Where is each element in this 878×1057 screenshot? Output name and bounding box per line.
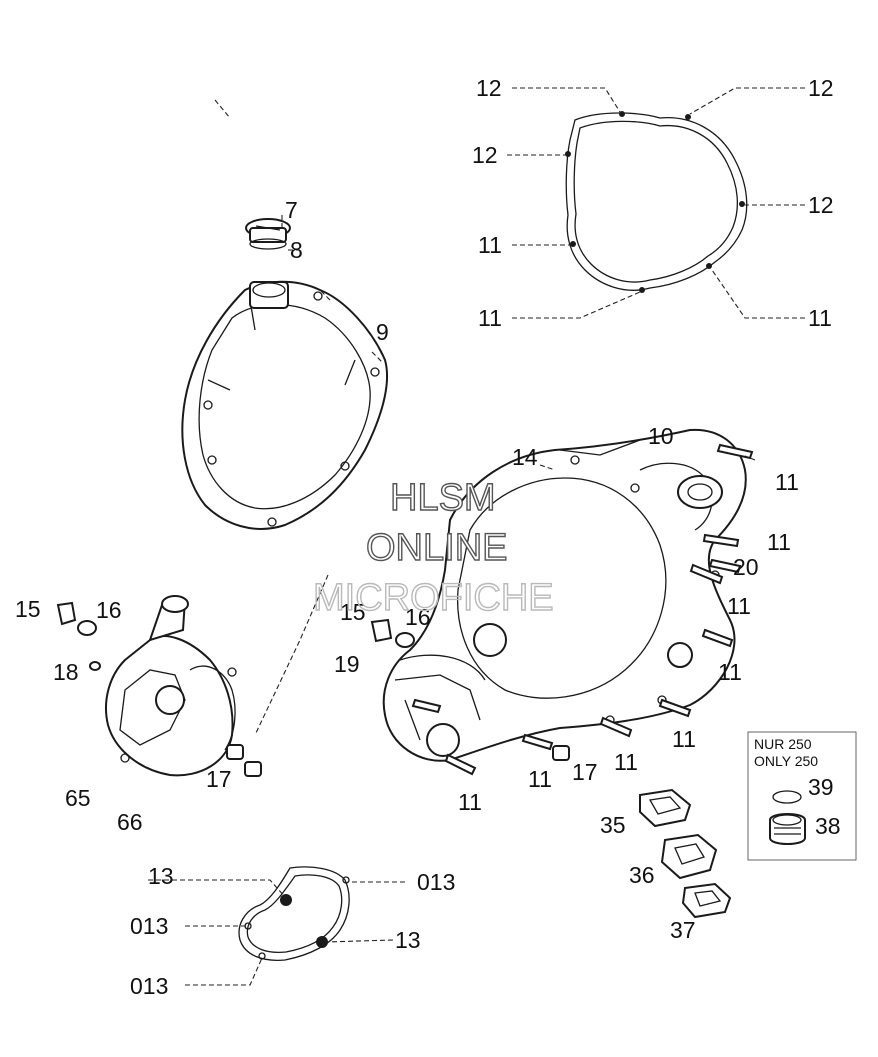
watermark-line-3: MICROFICHE [313,577,554,619]
water-pump-cover [104,595,237,777]
callout-12: 12 [808,75,834,101]
callout-36: 36 [629,862,655,888]
callout-11: 11 [727,593,751,619]
callout-10: 10 [648,423,674,449]
callout-13: 13 [395,927,421,953]
callout-19: 19 [334,651,360,677]
callout-11: 11 [528,766,552,792]
callout-37: 37 [670,917,696,943]
callout-12: 12 [472,142,498,168]
oil-filler-plug [245,218,291,250]
clutch-cover-gasket [565,111,748,293]
note-line-1: NUR 250 [754,736,812,752]
callout-11: 11 [478,305,502,331]
callout-11: 11 [672,726,696,752]
callout-11: 11 [767,529,791,555]
callout-16: 16 [96,597,122,623]
callout-11: 11 [808,305,832,331]
leader-lines [148,87,805,986]
watermark-line-2: ONLINE [366,527,507,569]
callout-013: 013 [130,973,168,999]
callout-013: 013 [417,869,455,895]
note-box: NUR 250 ONLY 250 [747,731,857,861]
callout-11: 11 [718,659,742,685]
small-fittings [56,558,742,777]
outer-clutch-cover [181,280,389,530]
callout-17: 17 [572,759,598,785]
watermark: HLSM ONLINE MICROFICHE [312,476,554,619]
callout-18: 18 [53,659,79,685]
callout-11: 11 [775,469,799,495]
watermark-line-1: HLSM [390,477,496,519]
water-pump-gasket [238,866,350,961]
callout-13: 13 [148,863,174,889]
callout-38: 38 [815,813,841,839]
inner-clutch-cover [382,428,747,762]
callout-16: 16 [405,604,431,630]
callout-15: 15 [340,599,366,625]
callout-8: 8 [290,237,303,263]
callout-7: 7 [285,197,298,223]
callout-39: 39 [808,774,834,800]
callout-11: 11 [614,749,638,775]
callout-12: 12 [476,75,502,101]
callout-11: 11 [458,789,482,815]
callout-11: 11 [478,232,502,258]
callout-17: 17 [206,766,232,792]
callout-labels: 12 12 12 12 11 11 11 7 8 9 10 11 14 11 2… [15,75,841,999]
rubber-caps [639,788,732,919]
callout-66: 66 [117,809,143,835]
callout-9: 9 [376,319,389,345]
callout-20: 20 [733,554,759,580]
note-line-2: ONLY 250 [754,753,818,769]
callout-65: 65 [65,785,91,811]
callout-35: 35 [600,812,626,838]
callout-14: 14 [512,444,538,470]
callout-12: 12 [808,192,834,218]
cover-bolts [411,443,754,776]
callout-15: 15 [15,596,41,622]
callout-013: 013 [130,913,168,939]
